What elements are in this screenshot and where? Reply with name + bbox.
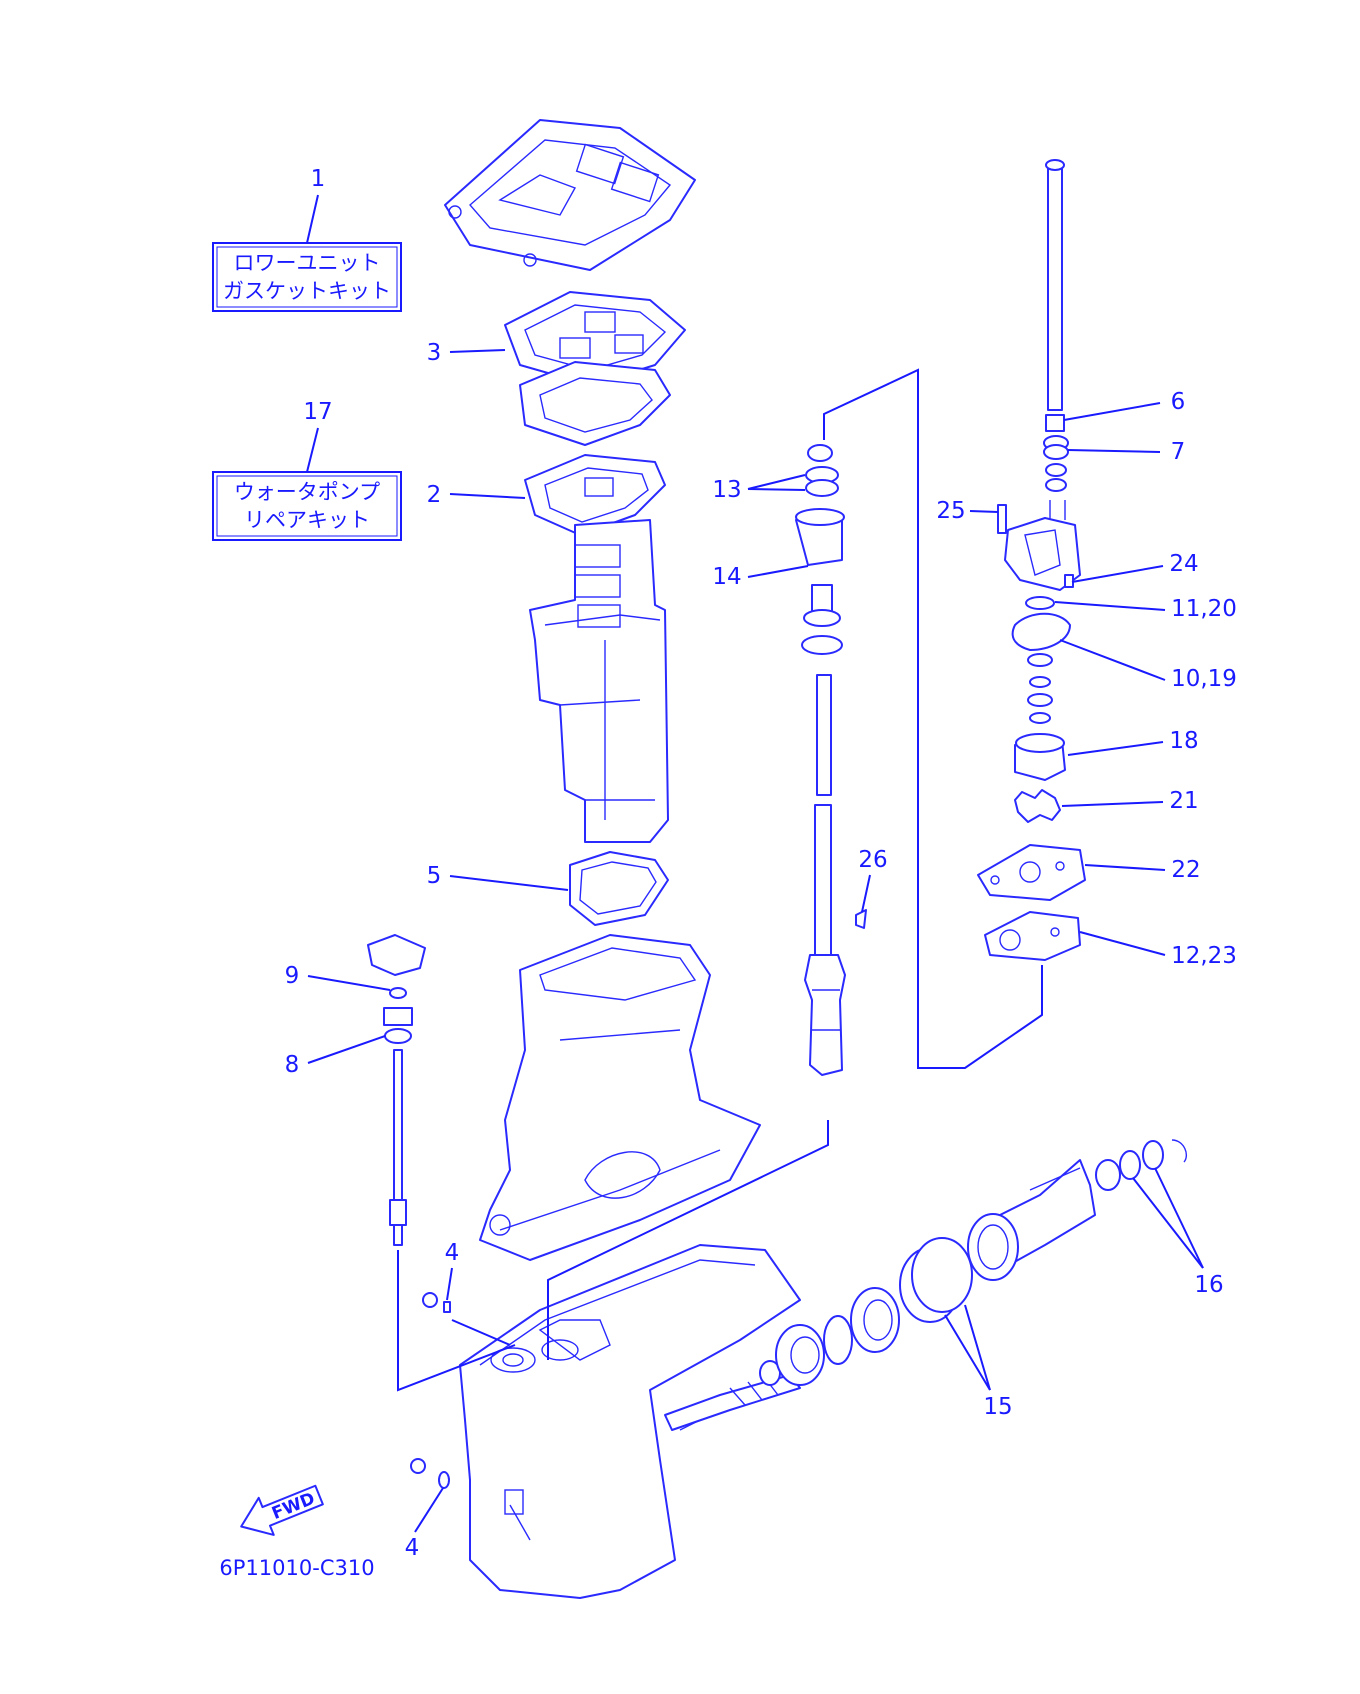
callout-5: 5 <box>427 863 569 891</box>
svg-text:3: 3 <box>427 340 442 366</box>
callout-26: 26 <box>858 847 888 913</box>
diagram-code: 6P11010-C310 <box>219 1556 374 1580</box>
svg-text:25: 25 <box>936 498 965 524</box>
callout-25: 25 <box>936 498 999 524</box>
svg-text:2: 2 <box>427 482 442 508</box>
pump-housing-part <box>997 500 1081 591</box>
seals-16-part <box>1095 1139 1188 1191</box>
drive-shaft-part <box>804 674 867 1076</box>
gasket-kit-line2: ガスケットキット <box>223 279 391 303</box>
svg-text:26: 26 <box>858 847 887 873</box>
gasket-kit-number: 1 <box>311 166 326 192</box>
svg-text:9: 9 <box>285 963 300 989</box>
shift-rod-part <box>367 934 426 1246</box>
adapter-plate-part <box>519 361 671 446</box>
gasket-5-part <box>569 851 669 926</box>
callout-4-lower: 4 <box>405 1487 444 1561</box>
forward-gear-part <box>775 1287 900 1386</box>
svg-text:13: 13 <box>712 477 741 503</box>
svg-text:4: 4 <box>405 1535 420 1561</box>
gasket-2-part <box>524 454 666 536</box>
callout-15: 15 <box>944 1304 1013 1420</box>
svg-text:5: 5 <box>427 863 442 889</box>
upper-casing-part <box>444 119 696 271</box>
callout-22: 22 <box>1084 857 1201 883</box>
assembly-guide-lines <box>397 368 1043 1392</box>
water-pipe-part <box>1043 159 1069 492</box>
fwd-arrow-icon: FWD <box>240 1484 324 1536</box>
callout-16: 16 <box>1132 1167 1224 1298</box>
water-pump-kit-line2: リペアキット <box>244 508 370 532</box>
water-pump-kit-line1: ウォータポンプ <box>234 480 380 504</box>
svg-text:24: 24 <box>1169 551 1198 577</box>
water-pump-kit-number: 17 <box>303 399 332 425</box>
svg-text:18: 18 <box>1169 728 1198 754</box>
pump-plates-part <box>977 844 1086 961</box>
callout-3: 3 <box>427 340 506 366</box>
callout-13: 13 <box>712 474 806 503</box>
callout-6: 6 <box>1063 389 1186 421</box>
anode-lower-part <box>410 1458 450 1489</box>
svg-text:16: 16 <box>1194 1272 1223 1298</box>
callout-2: 2 <box>427 482 526 508</box>
svg-text:6: 6 <box>1171 389 1186 415</box>
propeller-shaft-part <box>664 1360 801 1431</box>
callout-14: 14 <box>712 564 809 590</box>
gasket-kit-box: 1 ロワーユニット ガスケットキット <box>212 166 402 312</box>
svg-text:12,23: 12,23 <box>1171 943 1237 969</box>
lower-casing-part <box>479 934 761 1261</box>
bearing-housing-part <box>795 444 845 655</box>
callout-4-upper: 4 <box>445 1240 460 1301</box>
callout-8: 8 <box>285 1035 386 1078</box>
callout-12-23: 12,23 <box>1079 931 1237 969</box>
bearing-housing-rear-part <box>967 1159 1096 1281</box>
svg-text:21: 21 <box>1169 788 1198 814</box>
gasket-3-part <box>504 291 686 386</box>
svg-text:14: 14 <box>712 564 741 590</box>
exhaust-guide-part <box>529 519 669 843</box>
callout-24: 24 <box>1071 551 1199 583</box>
svg-text:8: 8 <box>285 1052 300 1078</box>
svg-text:11,20: 11,20 <box>1171 596 1237 622</box>
callout-21: 21 <box>1061 788 1199 814</box>
svg-text:10,19: 10,19 <box>1171 666 1237 692</box>
callout-18: 18 <box>1067 728 1199 756</box>
svg-text:22: 22 <box>1171 857 1200 883</box>
anode-upper-part <box>422 1292 451 1313</box>
svg-text:7: 7 <box>1171 439 1186 465</box>
o-rings-15-part <box>899 1237 973 1323</box>
callout-11-20: 11,20 <box>1054 596 1237 622</box>
gasket-kit-line1: ロワーユニット <box>234 251 381 275</box>
impeller-stack-part <box>1011 596 1071 823</box>
callout-9: 9 <box>285 963 391 991</box>
callout-10-19: 10,19 <box>1059 639 1237 692</box>
callout-7: 7 <box>1067 439 1186 465</box>
svg-text:4: 4 <box>445 1240 460 1266</box>
gear-case-part <box>459 1244 801 1599</box>
svg-text:15: 15 <box>983 1394 1012 1420</box>
water-pump-kit-box: 17 ウォータポンプ リペアキット <box>212 399 402 541</box>
